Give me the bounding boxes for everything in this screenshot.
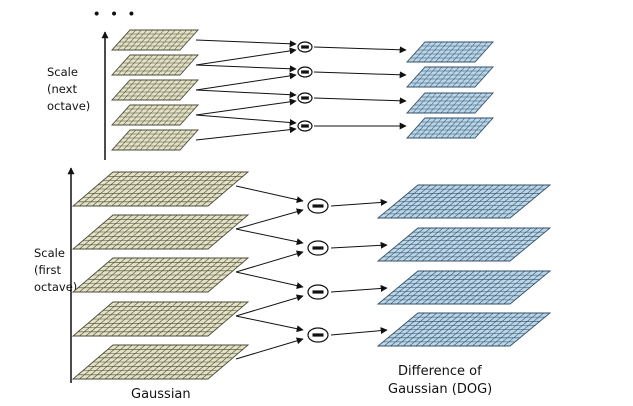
- next-gauss-to-minus-arrow-4: [195, 114, 297, 126]
- next-minus-to-dog-arrow-3: [313, 97, 407, 105]
- first-gauss-to-minus-arrow-2b: [235, 250, 304, 273]
- dog-label-line1: Difference of: [398, 364, 482, 379]
- first-gauss-to-minus-arrow-1: [235, 185, 304, 204]
- first-gaussian-plane-3: [71, 257, 250, 293]
- first-gauss-to-minus-arrow-3: [235, 271, 304, 290]
- next-gauss-to-minus-arrow-2: [195, 64, 297, 73]
- first-gaussian-plane-1: [71, 171, 250, 207]
- next-gauss-to-minus-arrow-3: [195, 89, 297, 99]
- first-minus-to-dog-arrow-1: [330, 198, 388, 207]
- next-dog-plane-4: [405, 117, 495, 139]
- next-minus-to-dog-arrow-1: [313, 46, 407, 54]
- next-gaussian-plane-1: [110, 29, 200, 51]
- first-minus-to-dog-arrow-2: [330, 241, 388, 249]
- first-gauss-to-minus-arrow-1b: [235, 208, 304, 230]
- plane-layer: [71, 29, 552, 380]
- next-subtract-node-3: [297, 92, 313, 104]
- gaussian-label: Gaussian: [131, 387, 191, 402]
- first-dog-plane-3: [376, 270, 552, 305]
- next-gauss-to-minus-arrow-2b: [195, 72, 297, 91]
- next-dog-plane-3: [405, 92, 495, 114]
- connector-layer: [67, 31, 407, 383]
- next-gaussian-plane-5: [110, 129, 200, 151]
- first-gaussian-plane-5: [71, 344, 250, 380]
- first-gauss-to-minus-arrow-4: [235, 315, 304, 333]
- next-minus-to-dog-arrow-2: [313, 71, 407, 79]
- scale-next-line2: (next: [47, 82, 77, 96]
- first-gaussian-plane-2: [71, 214, 250, 250]
- scale-next-line1: Scale: [47, 65, 78, 79]
- first-subtract-node-4: [307, 327, 329, 343]
- scale-next-line3: octave): [47, 99, 90, 113]
- first-minus-to-dog-arrow-3: [330, 284, 388, 293]
- next-dog-plane-1: [405, 41, 495, 63]
- first-gauss-to-minus-arrow-4b: [235, 337, 304, 360]
- first-dog-plane-2: [376, 227, 552, 262]
- next-gauss-to-minus-arrow-1: [195, 39, 297, 48]
- first-gauss-to-minus-arrow-2: [235, 228, 304, 246]
- first-gauss-to-minus-arrow-3b: [235, 294, 304, 317]
- first-subtract-node-2: [307, 240, 329, 256]
- next-gaussian-plane-2: [110, 54, 200, 76]
- scale-first-line2: (first: [34, 263, 61, 277]
- next-subtract-node-1: [297, 41, 313, 53]
- first-subtract-node-3: [307, 284, 329, 300]
- next-gauss-to-minus-arrow-4b: [195, 126, 297, 141]
- first-minus-to-dog-arrow-4: [330, 327, 388, 336]
- next-subtract-node-2: [297, 66, 313, 78]
- next-gaussian-plane-3: [110, 79, 200, 101]
- next-subtract-node-4: [297, 120, 313, 132]
- ellipsis-label: • • •: [93, 7, 138, 21]
- next-gauss-to-minus-arrow-1b: [195, 47, 297, 66]
- scale-first-line3: octave): [34, 280, 77, 294]
- next-gauss-to-minus-arrow-3b: [195, 98, 297, 116]
- scale-first-line1: Scale: [34, 246, 65, 260]
- dog-label-line2: Gaussian (DOG): [388, 382, 492, 397]
- first-subtract-node-1: [307, 198, 329, 214]
- first-dog-plane-1: [376, 184, 552, 219]
- next-gaussian-plane-4: [110, 104, 200, 126]
- first-dog-plane-4: [376, 312, 552, 347]
- next-dog-plane-2: [405, 66, 495, 88]
- first-gaussian-plane-4: [71, 301, 250, 337]
- subtract-node-layer: [297, 41, 329, 343]
